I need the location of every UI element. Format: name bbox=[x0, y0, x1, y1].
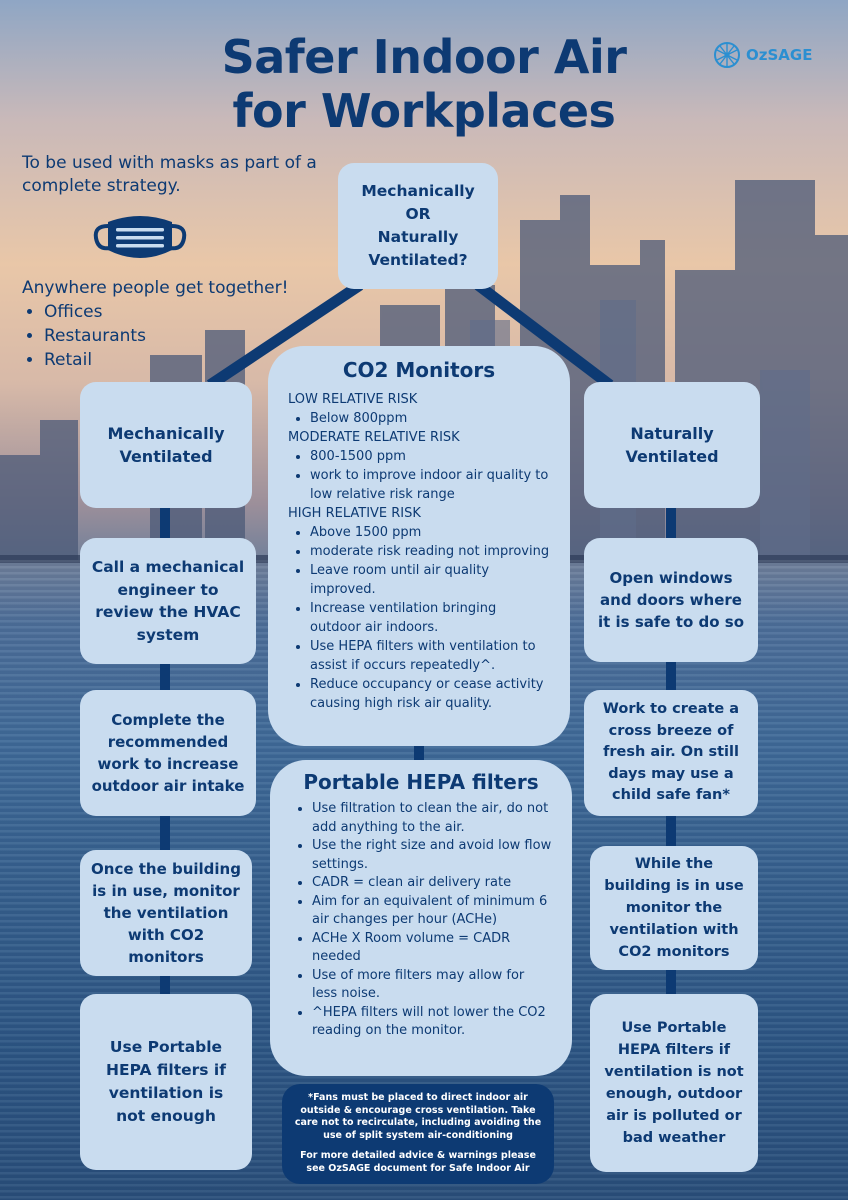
question-box: Mechanically OR Naturally Ventilated? bbox=[338, 163, 498, 289]
list-item: Use of more filters may allow for less n… bbox=[312, 967, 552, 1004]
list-item: Retail bbox=[44, 348, 322, 372]
right-step-1: Open windows and doors where it is safe … bbox=[584, 538, 758, 662]
center-connector bbox=[414, 740, 424, 770]
co2-monitors-panel: CO2 Monitors LOW RELATIVE RISK Below 800… bbox=[268, 346, 570, 746]
list-item: Reduce occupancy or cease activity causi… bbox=[310, 675, 550, 713]
globe-network-icon bbox=[714, 42, 740, 68]
co2-title: CO2 Monitors bbox=[342, 358, 496, 382]
list-item: Restaurants bbox=[44, 324, 322, 348]
naturally-ventilated-box: Naturally Ventilated bbox=[584, 382, 760, 508]
list-item: work to improve indoor air quality to lo… bbox=[310, 466, 550, 504]
page-title: Safer Indoor Air for Workplaces bbox=[221, 30, 627, 138]
left-step-3: Once the building is in use, monitor the… bbox=[80, 850, 252, 976]
footnote-more-info: For more detailed advice & warnings plea… bbox=[300, 1150, 536, 1174]
right-step-4: Use Portable HEPA filters if ventilation… bbox=[590, 994, 758, 1172]
high-risk-label: HIGH RELATIVE RISK bbox=[288, 506, 421, 521]
list-item: CADR = clean air delivery rate bbox=[312, 874, 552, 893]
list-item: moderate risk reading not improving bbox=[310, 542, 550, 561]
left-step-4: Use Portable HEPA filters if ventilation… bbox=[80, 994, 252, 1170]
list-item: Increase ventilation bringing outdoor ai… bbox=[310, 599, 550, 637]
list-item: 800-1500 ppm bbox=[310, 447, 550, 466]
mechanically-ventilated-box: Mechanically Ventilated bbox=[80, 382, 252, 508]
right-step-3: While the building is in use monitor the… bbox=[590, 846, 758, 970]
list-item: ^HEPA filters will not lower the CO2 rea… bbox=[312, 1004, 552, 1041]
anywhere-heading: Anywhere people get together! bbox=[22, 278, 289, 298]
list-item: Leave room until air quality improved. bbox=[310, 561, 550, 599]
list-item: Offices bbox=[44, 300, 322, 324]
list-item: Use the right size and avoid low flow se… bbox=[312, 837, 552, 874]
logo-text: OzSAGE bbox=[746, 46, 813, 64]
intro-text: To be used with masks as part of a compl… bbox=[22, 153, 317, 196]
face-mask-icon bbox=[93, 216, 187, 258]
list-item: Aim for an equivalent of minimum 6 air c… bbox=[312, 893, 552, 930]
right-step-2: Work to create a cross breeze of fresh a… bbox=[584, 690, 758, 816]
ozsage-logo: OzSAGE bbox=[712, 40, 812, 70]
hepa-title: Portable HEPA filters bbox=[303, 770, 539, 794]
moderate-risk-label: MODERATE RELATIVE RISK bbox=[288, 430, 460, 445]
list-item: Use HEPA filters with ventilation to ass… bbox=[310, 637, 550, 675]
list-item: Use filtration to clean the air, do not … bbox=[312, 800, 552, 837]
low-risk-label: LOW RELATIVE RISK bbox=[288, 392, 418, 407]
left-step-2: Complete the recommended work to increas… bbox=[80, 690, 256, 816]
left-step-1: Call a mechanical engineer to review the… bbox=[80, 538, 256, 664]
footnote-fans: *Fans must be placed to direct indoor ai… bbox=[294, 1092, 542, 1141]
list-item: Below 800ppm bbox=[310, 409, 550, 428]
footnote-box: *Fans must be placed to direct indoor ai… bbox=[282, 1084, 554, 1184]
list-item: ACHe X Room volume = CADR needed bbox=[312, 930, 552, 967]
list-item: Above 1500 ppm bbox=[310, 523, 550, 542]
hepa-filters-panel: Portable HEPA filters Use filtration to … bbox=[270, 760, 572, 1076]
anywhere-list: Anywhere people get together! Offices Re… bbox=[22, 276, 322, 372]
